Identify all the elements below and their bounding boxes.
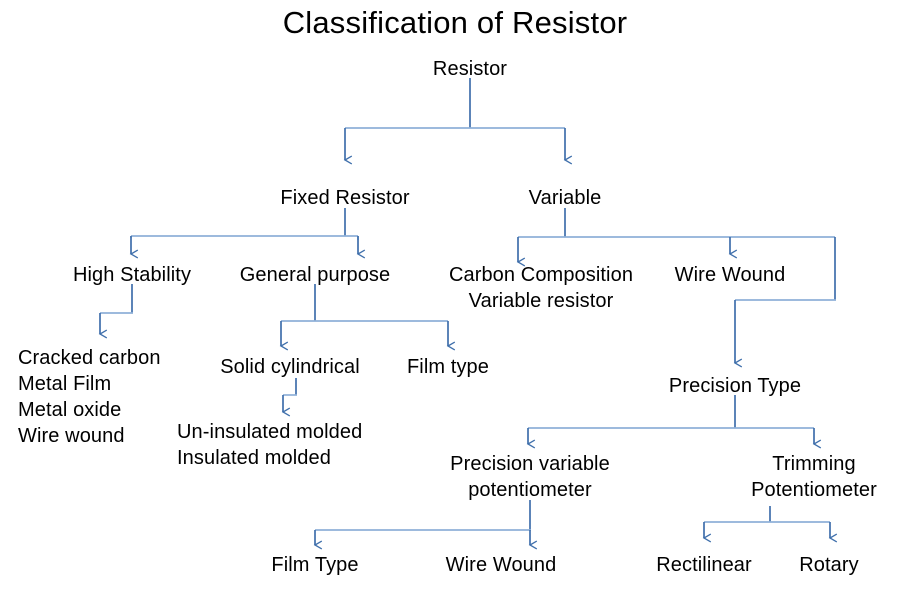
node-fixed-resistor[interactable]: Fixed Resistor [280, 187, 410, 209]
node-solid-cylindrical[interactable]: Solid cylindrical [220, 356, 360, 378]
node-rectilinear[interactable]: Rectilinear [656, 554, 752, 576]
node-resistor[interactable]: Resistor [432, 58, 508, 80]
node-rotary[interactable]: Rotary [799, 554, 859, 576]
node-carbon-composition-variable-resistor[interactable]: Carbon Composition Variable resistor [448, 264, 634, 312]
node-precision-type[interactable]: Precision Type [668, 375, 802, 397]
node-wire-wound-precision[interactable]: Wire Wound [445, 554, 557, 576]
node-trimming-potentiometer[interactable]: Trimming Potentiometer [751, 453, 877, 501]
node-molded-types[interactable]: Un-insulated molded Insulated molded [177, 421, 363, 469]
node-general-purpose[interactable]: General purpose [239, 264, 391, 286]
node-precision-variable-potentiometer[interactable]: Precision variable potentiometer [450, 453, 610, 501]
node-wire-wound-variable[interactable]: Wire Wound [674, 264, 786, 286]
node-film-type-precision[interactable]: Film Type [271, 554, 359, 576]
page-title: Classification of Resistor [282, 5, 628, 40]
node-high-stability-types[interactable]: Cracked carbon Metal Film Metal oxide Wi… [18, 347, 161, 447]
node-film-type-general[interactable]: Film type [406, 356, 490, 378]
node-high-stability[interactable]: High Stability [72, 264, 192, 286]
node-variable[interactable]: Variable [528, 187, 602, 209]
